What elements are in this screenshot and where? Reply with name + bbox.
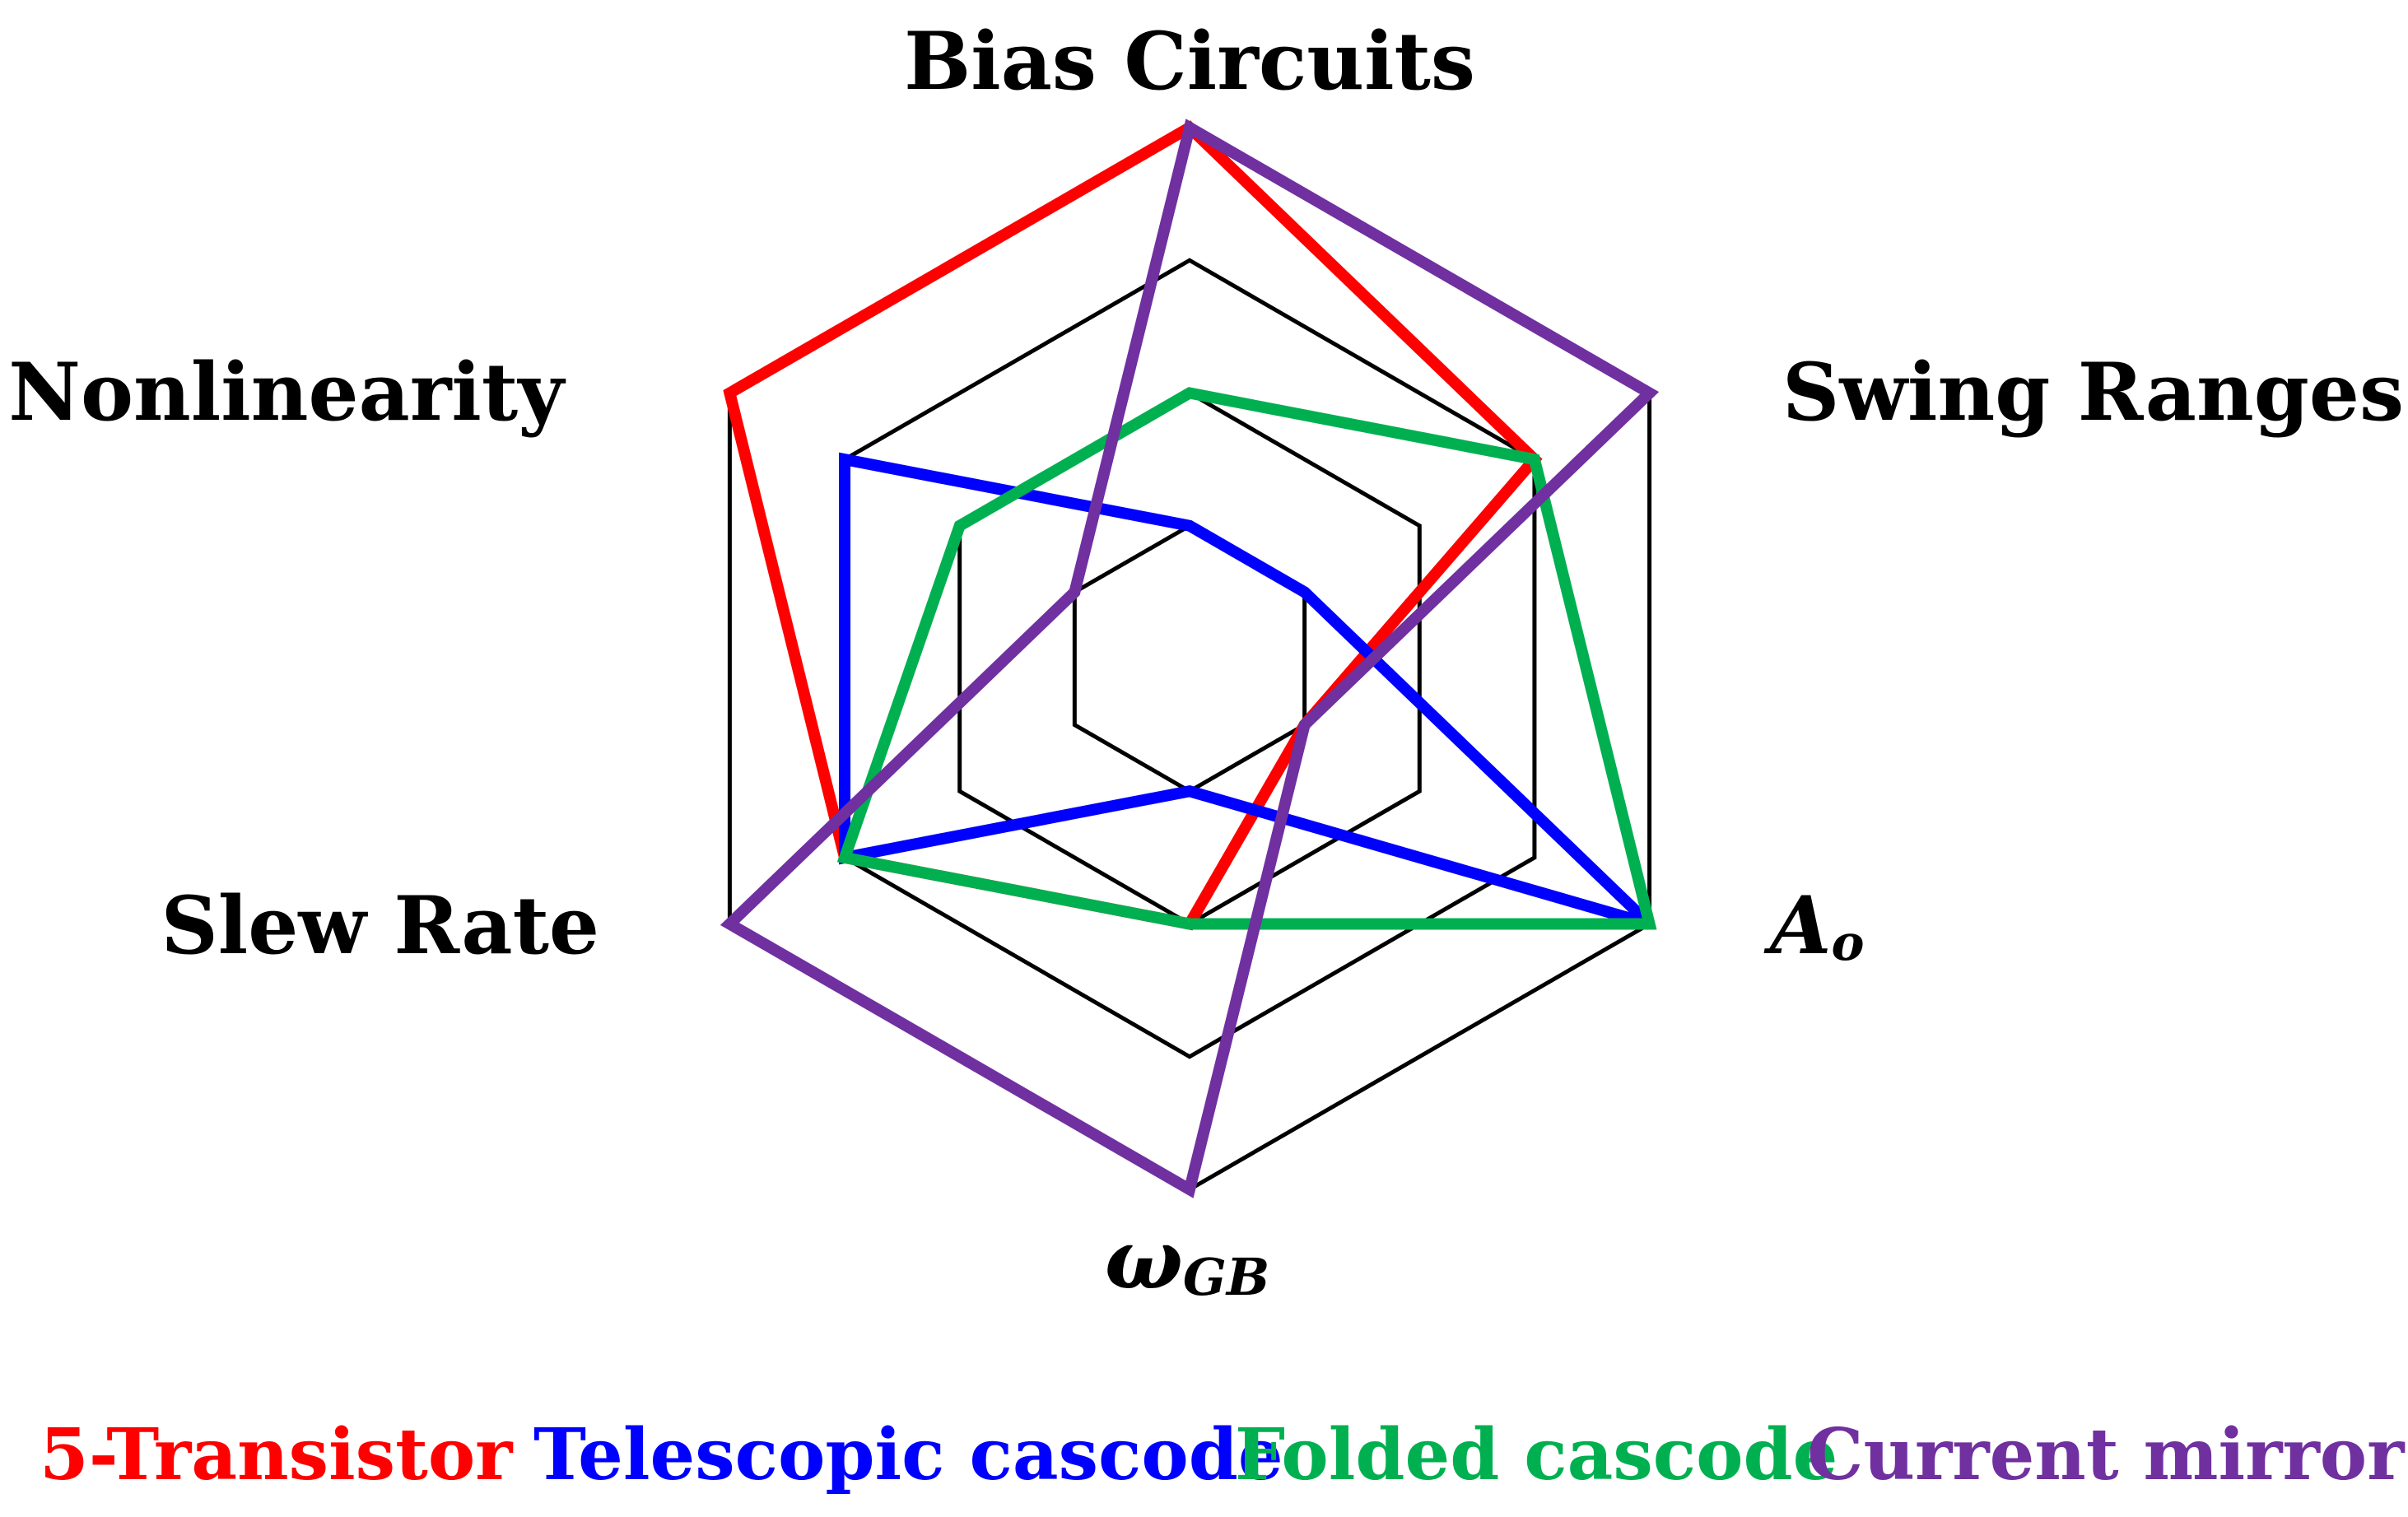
series-current-mirror bbox=[720, 119, 1660, 1198]
grid-layer bbox=[727, 125, 1652, 1192]
grid-ring-2 bbox=[957, 390, 1422, 927]
axis-label-5: Nonlinearity bbox=[8, 346, 566, 439]
grid-ring-4 bbox=[727, 125, 1652, 1192]
series-telescopic-cascode bbox=[839, 452, 1654, 930]
legend-item-0: 5-Transistor bbox=[40, 1413, 514, 1496]
axis-label-0: Bias Circuits bbox=[904, 15, 1475, 108]
axis-label-4: Slew Rate bbox=[161, 879, 599, 972]
axis-label-3: ωGB bbox=[1105, 1211, 1270, 1308]
axis-label-2: Ao bbox=[1763, 879, 1865, 972]
series-folded-cascode bbox=[836, 387, 1657, 930]
legend-item-2: Folded cascode bbox=[1235, 1413, 1837, 1496]
axis-label-1: Swing Ranges bbox=[1782, 346, 2404, 439]
legend-item-1: Telescopic cascode bbox=[533, 1413, 1283, 1496]
series-layer bbox=[720, 119, 1660, 1198]
grid-ring-3 bbox=[842, 258, 1537, 1059]
legend-item-3: Current mirror bbox=[1807, 1413, 2406, 1496]
